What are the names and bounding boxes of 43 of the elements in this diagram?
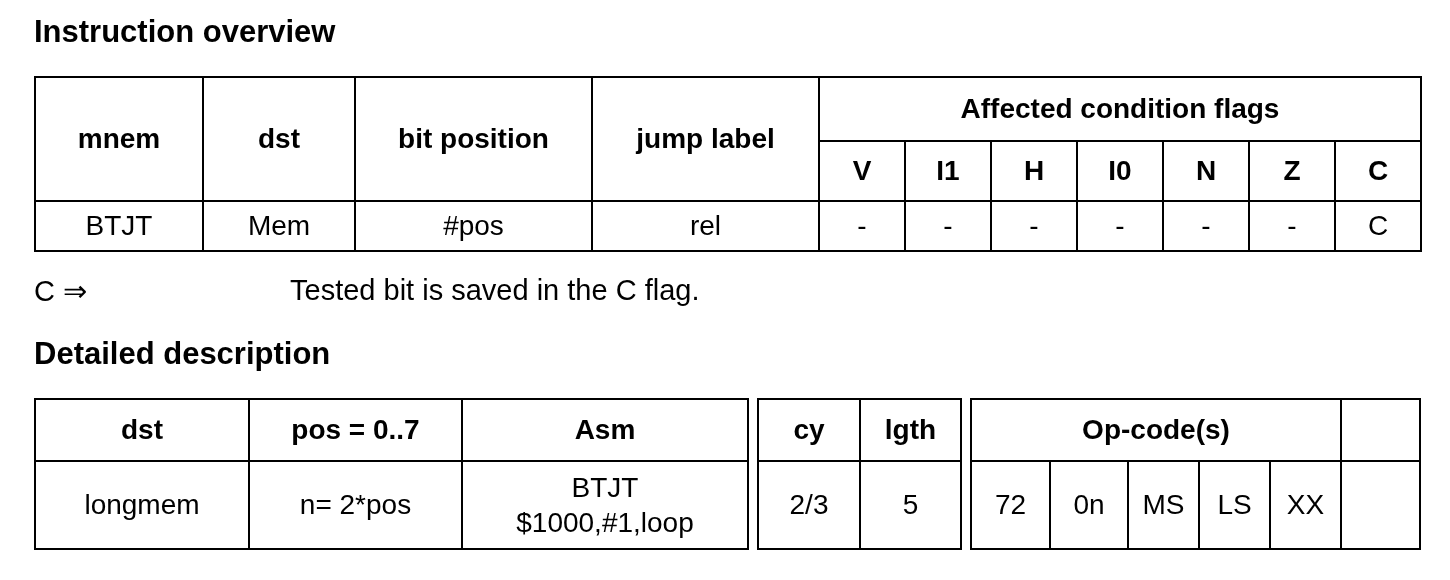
table-cell: XX	[1270, 461, 1341, 549]
column-header: Op-code(s)	[971, 399, 1341, 461]
column-header: bit position	[355, 77, 592, 201]
column-header: pos = 0..7	[249, 399, 462, 461]
column-header: dst	[35, 399, 249, 461]
table-cell: LS	[1199, 461, 1270, 549]
table-cell: BTJT	[35, 201, 203, 251]
section-heading: Detailed description	[34, 336, 331, 372]
table-cell: longmem	[35, 461, 249, 549]
table-cell: #pos	[355, 201, 592, 251]
column-header: H	[991, 141, 1077, 201]
column-header: Z	[1249, 141, 1335, 201]
table-cell: -	[905, 201, 991, 251]
table-cell: -	[1077, 201, 1163, 251]
table-cell: 0n	[1050, 461, 1128, 549]
column-header: cy	[758, 399, 860, 461]
table-cell: -	[819, 201, 905, 251]
column-header: jump label	[592, 77, 819, 201]
column-header: I0	[1077, 141, 1163, 201]
column-header: mnem	[35, 77, 203, 201]
table-cell: MS	[1128, 461, 1199, 549]
table-cell: rel	[592, 201, 819, 251]
table-cell: Mem	[203, 201, 355, 251]
column-header: V	[819, 141, 905, 201]
table-cell: 2/3	[758, 461, 860, 549]
note-text: Tested bit is saved in the C flag.	[290, 274, 700, 307]
column-header: dst	[203, 77, 355, 201]
table-cell: -	[1163, 201, 1249, 251]
column-header: lgth	[860, 399, 961, 461]
table-cell: -	[991, 201, 1077, 251]
flag-symbol: C ⇒	[34, 274, 87, 308]
section-heading: Instruction overview	[34, 14, 336, 50]
column-header: I1	[905, 141, 991, 201]
column-header: N	[1163, 141, 1249, 201]
table-cell: BTJT $1000,#1,loop	[462, 461, 748, 549]
column-header: C	[1335, 141, 1421, 201]
column-header: Asm	[462, 399, 748, 461]
table-cell: C	[1335, 201, 1421, 251]
column-header: Affected condition flags	[819, 77, 1421, 141]
table-cell: 72	[971, 461, 1050, 549]
table-cell: n= 2*pos	[249, 461, 462, 549]
table-cell: 5	[860, 461, 961, 549]
table-cell: -	[1249, 201, 1335, 251]
